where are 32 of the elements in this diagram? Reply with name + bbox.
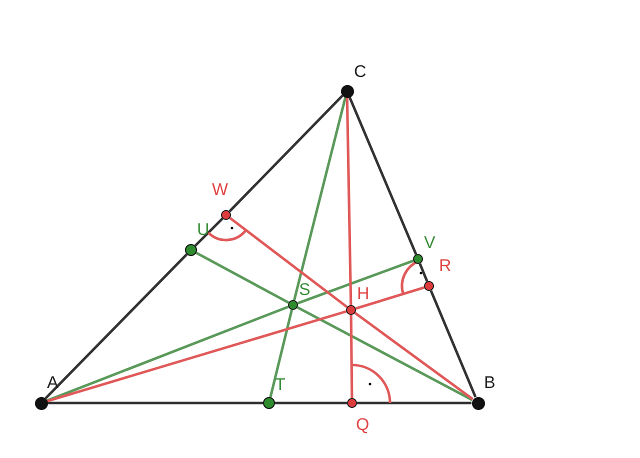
point-label: R [439,257,452,274]
line-segment [346,97,352,306]
line-segment [297,260,414,304]
point-label: Q [356,416,370,433]
line-segment [296,306,473,402]
line-segment [48,402,263,404]
line-segment [46,306,289,402]
line-segment [46,310,347,402]
line-segment [355,286,425,310]
line-segment [229,216,348,308]
line-segment [348,96,418,255]
point-label: W [212,181,228,198]
point-label: V [424,234,436,251]
line-segment [194,218,224,247]
point-label: S [299,281,310,298]
point-label: A [47,374,58,391]
point-label: C [354,63,366,80]
line-segment [418,263,428,282]
line-segment [228,94,344,212]
point-label: H [357,285,370,302]
line-segment [269,310,294,398]
line-segment [354,312,474,400]
line-segment [350,314,354,398]
point-label: B [484,374,496,391]
line-segment [292,96,347,300]
point-label: U [197,221,210,238]
line-segment [357,402,472,404]
point-label: T [275,376,286,393]
line-segment [196,252,290,304]
line-segment [44,253,188,400]
line-segment [275,402,347,404]
line-segment [430,290,477,398]
